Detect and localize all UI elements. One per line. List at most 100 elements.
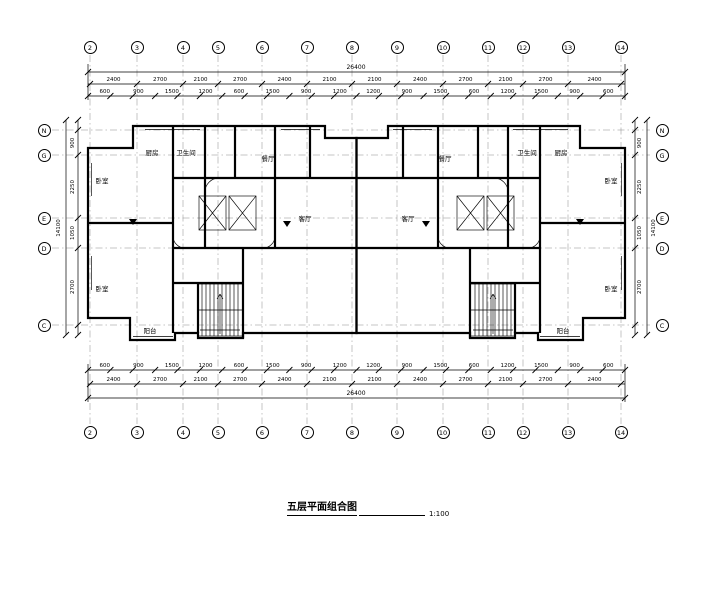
axis-bubble-right-4: C <box>655 318 669 332</box>
entry-arrow-icon-0 <box>129 219 137 225</box>
dim-left-seg-3: 2700 <box>70 279 76 294</box>
axis-bubble-bottom-5: 7 <box>300 425 314 439</box>
axis-bubble-bottom-2: 4 <box>176 425 190 439</box>
axis-bubble-right-0: N <box>655 123 669 137</box>
axis-bubble-top-8: 10 <box>436 40 450 54</box>
dim-bottom-fine-13: 1500 <box>534 363 549 369</box>
dim-bottom-total: 26400 <box>346 390 366 397</box>
axis-bubble-bottom-12: 14 <box>614 425 628 439</box>
axis-bubble-bottom-7: 9 <box>390 425 404 439</box>
dim-bottom-seg-11: 2400 <box>587 377 602 383</box>
axis-bubble-top-9: 11 <box>481 40 495 54</box>
dim-top-seg-5: 2100 <box>322 77 337 83</box>
dim-bottom-seg-6: 2100 <box>367 377 382 383</box>
entry-arrow-icon-3 <box>576 219 584 225</box>
room-label-9: 厨房 <box>554 149 568 157</box>
dim-top-fine-4: 600 <box>233 89 245 95</box>
axis-bubble-top-3: 5 <box>211 40 225 54</box>
dim-top-fine-15: 600 <box>602 89 614 95</box>
dim-right-seg-3: 2700 <box>637 279 643 294</box>
axis-bubble-bottom-4: 6 <box>255 425 269 439</box>
room-label-7: 卧室 <box>604 177 618 185</box>
dim-bottom-seg-8: 2700 <box>458 377 473 383</box>
dim-top-seg-11: 2400 <box>587 77 602 83</box>
dim-bottom-fine-4: 600 <box>233 363 245 369</box>
axis-bubble-bottom-1: 3 <box>130 425 144 439</box>
drawing-scale: 1:100 <box>429 510 450 518</box>
entry-arrow-icon-2 <box>422 221 430 227</box>
room-label-1: 卧室 <box>95 285 109 293</box>
dim-top-fine-3: 1200 <box>198 89 213 95</box>
axis-bubble-left-2: E <box>37 211 51 225</box>
axis-bubble-left-1: G <box>37 148 51 162</box>
dim-bottom-fine-2: 1500 <box>164 363 179 369</box>
dim-top-fine-11: 600 <box>468 89 480 95</box>
room-label-0: 卧室 <box>95 177 109 185</box>
axis-bubble-bottom-3: 5 <box>211 425 225 439</box>
room-label-10: 卫生间 <box>517 149 537 157</box>
dim-bottom-seg-4: 2400 <box>277 377 292 383</box>
axis-bubble-bottom-11: 13 <box>561 425 575 439</box>
floor-plan-linework <box>86 124 627 342</box>
room-label-6: 阳台 <box>143 327 157 335</box>
dim-top-fine-9: 900 <box>401 89 413 95</box>
dim-bottom-fine-12: 1200 <box>500 363 515 369</box>
dim-right-seg-0: 900 <box>637 137 643 148</box>
axis-bubble-top-12: 14 <box>614 40 628 54</box>
axis-bubble-left-3: D <box>37 241 51 255</box>
dim-bottom-seg-9: 2100 <box>498 377 513 383</box>
dim-top-fine-13: 1500 <box>534 89 549 95</box>
room-label-13: 阳台 <box>556 327 570 335</box>
dim-top-seg-3: 2700 <box>233 77 247 83</box>
axis-bubble-left-4: C <box>37 318 51 332</box>
dim-bottom-seg-7: 2400 <box>413 377 427 383</box>
dim-bottom-seg-2: 2100 <box>193 377 208 383</box>
axis-bubble-top-6: 8 <box>345 40 359 54</box>
axis-bubble-top-11: 13 <box>561 40 575 54</box>
dim-top-seg-1: 2700 <box>153 77 167 83</box>
dim-bottom-fine-11: 600 <box>468 363 480 369</box>
dim-top-fine-10: 1500 <box>433 89 448 95</box>
room-label-2: 厨房 <box>145 149 159 157</box>
dim-bottom-fine-0: 600 <box>99 363 111 369</box>
title-underline <box>359 503 425 516</box>
dim-left-seg-2: 1050 <box>70 226 76 240</box>
dim-bottom-seg-1: 2700 <box>153 377 167 383</box>
axis-bubble-bottom-8: 10 <box>436 425 450 439</box>
room-label-5: 客厅 <box>298 215 312 223</box>
axis-bubble-top-1: 3 <box>130 40 144 54</box>
axis-bubble-bottom-10: 12 <box>516 425 530 439</box>
dim-bottom-fine-15: 600 <box>602 363 614 369</box>
dim-top-fine-14: 900 <box>569 89 580 95</box>
dim-top-total: 26400 <box>346 64 366 71</box>
dim-bottom-fine-9: 900 <box>401 363 413 369</box>
dim-bottom-fine-8: 1200 <box>366 363 381 369</box>
dim-bottom-fine-14: 900 <box>569 363 580 369</box>
axis-bubble-left-0: N <box>37 123 51 137</box>
dim-right-total: 14100 <box>651 219 657 237</box>
dim-top-seg-6: 2100 <box>367 77 382 83</box>
axis-bubble-top-5: 7 <box>300 40 314 54</box>
axis-bubble-right-1: G <box>655 148 669 162</box>
axis-bubble-top-4: 6 <box>255 40 269 54</box>
drawing-title-block: 五层平面组合图 1:100 <box>287 498 450 518</box>
axis-bubble-bottom-9: 11 <box>481 425 495 439</box>
room-label-12: 客厅 <box>401 215 415 223</box>
dim-left-seg-0: 900 <box>70 137 76 148</box>
dim-left-seg-1: 2250 <box>70 179 76 194</box>
axis-bubble-bottom-0: 2 <box>83 425 97 439</box>
dim-left-total: 14100 <box>56 219 62 237</box>
entry-arrow-icon-1 <box>283 221 291 227</box>
dim-top-seg-7: 2400 <box>413 77 427 83</box>
dim-bottom-fine-3: 1200 <box>198 363 213 369</box>
axis-bubble-top-0: 2 <box>83 40 97 54</box>
dim-bottom-seg-3: 2700 <box>233 377 247 383</box>
room-label-8: 卧室 <box>604 285 618 293</box>
dim-top-fine-8: 1200 <box>366 89 381 95</box>
dim-right-seg-1: 2250 <box>637 179 643 194</box>
dim-top-seg-2: 2100 <box>193 77 208 83</box>
dim-top-seg-0: 2400 <box>106 77 121 83</box>
axis-bubble-top-2: 4 <box>176 40 190 54</box>
